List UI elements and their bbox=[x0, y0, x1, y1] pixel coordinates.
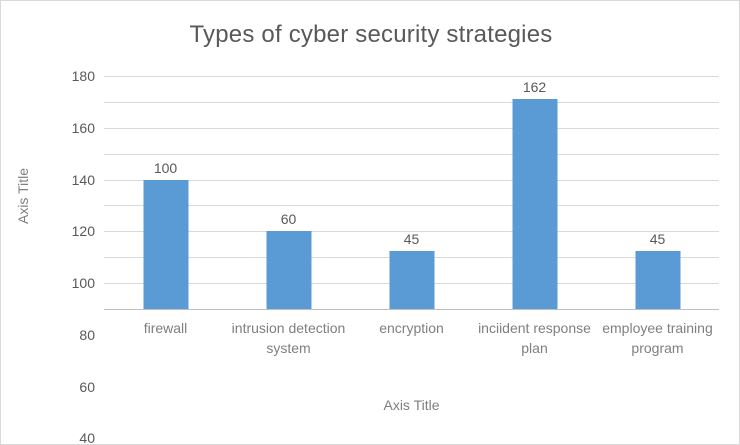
y-axis-tick-label: 100 bbox=[71, 275, 95, 292]
bar-group: 60 intrusion detection system bbox=[227, 76, 350, 356]
chart-title: Types of cyber security strategies bbox=[189, 21, 553, 48]
gridline: 60 bbox=[79, 231, 719, 395]
bar[interactable] bbox=[512, 99, 557, 309]
bar-value-label: 45 bbox=[649, 230, 666, 247]
gridline: 140 bbox=[72, 127, 719, 188]
axis-baseline: 0 bbox=[104, 309, 719, 310]
y-axis-tick-label: 60 bbox=[79, 378, 95, 395]
bar-group: 100 firewall bbox=[104, 76, 227, 336]
x-axis-category-label: intrusion detection system bbox=[231, 320, 346, 356]
bar[interactable] bbox=[266, 231, 311, 309]
bar-group: 45 employee training program bbox=[596, 76, 719, 356]
y-axis-tick-label: 80 bbox=[79, 326, 95, 343]
x-axis-category-label: firewall bbox=[143, 320, 188, 336]
gridline: 160 bbox=[72, 101, 719, 136]
x-axis-category-label: employee training program bbox=[602, 320, 713, 356]
x-axis-category-label: encryption bbox=[379, 320, 444, 336]
x-axis-title: Axis Title bbox=[383, 397, 440, 413]
bar-group: 162 inciident response plan bbox=[473, 76, 596, 356]
gridline: 120 bbox=[72, 153, 719, 239]
bar-value-label: 60 bbox=[280, 211, 297, 228]
gridline: 100 bbox=[72, 179, 719, 291]
y-axis-tick-label: 40 bbox=[79, 430, 95, 445]
bar[interactable] bbox=[389, 250, 434, 309]
bar-group: 45 encryption bbox=[350, 76, 473, 336]
bar[interactable] bbox=[635, 250, 680, 309]
y-axis-title: Axis Title bbox=[15, 168, 31, 225]
bar-value-label: 45 bbox=[403, 230, 420, 247]
plot-area: 180160140120100806040200 100firewall60in… bbox=[72, 68, 719, 444]
y-axis-tick-label: 140 bbox=[71, 171, 95, 188]
bar[interactable] bbox=[143, 179, 188, 309]
y-axis-tick-label: 180 bbox=[71, 68, 95, 84]
bar-value-label: 162 bbox=[522, 79, 547, 96]
gridline: 180 bbox=[72, 68, 719, 84]
bar-value-label: 100 bbox=[153, 159, 178, 176]
gridline: 80 bbox=[79, 205, 719, 343]
y-axis-tick-label: 160 bbox=[71, 119, 95, 136]
x-axis-category-label: inciident response plan bbox=[478, 320, 591, 356]
y-axis-tick-label: 120 bbox=[71, 223, 95, 240]
